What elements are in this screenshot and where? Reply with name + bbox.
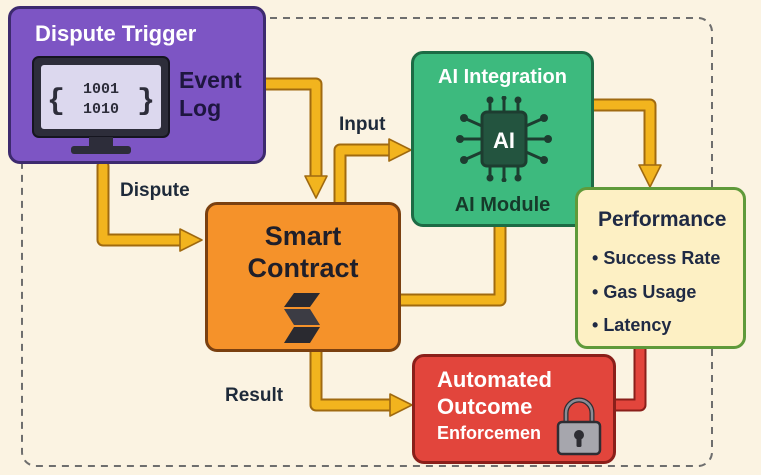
smart-contract-box: Smart Contract — [205, 202, 401, 352]
ai-integration-box: AI Integration AI AI Module — [411, 51, 594, 227]
monitor-icon: { } 1001 1010 — [32, 56, 170, 154]
svg-text:{: { — [47, 85, 65, 119]
result-edge-label: Result — [225, 385, 284, 406]
performance-box: Performance • Success Rate • Gas Usage •… — [575, 187, 746, 349]
event-log-label-line1: Event — [179, 67, 242, 93]
ai-module-label: AI Module — [454, 194, 551, 216]
screen-line-2: 1010 — [83, 101, 119, 118]
connector-arrows — [96, 77, 662, 417]
ai-chip-icon: AI — [456, 96, 552, 182]
performance-item: • Latency — [592, 315, 672, 335]
smart-contract-line1: Smart — [264, 221, 342, 251]
arrow-ai-to-contract — [394, 220, 507, 307]
solidity-logo-icon — [284, 293, 320, 343]
event-log-label-line2: Log — [179, 95, 222, 121]
dispute-edge-label: Dispute — [120, 180, 190, 201]
ai-chip-text: AI — [493, 128, 515, 153]
svg-text:}: } — [137, 85, 155, 119]
smart-contract-line2: Contract — [247, 253, 359, 283]
screen-line-1: 1001 — [83, 81, 119, 98]
dispute-trigger-title: Dispute Trigger — [35, 21, 197, 46]
performance-item: • Success Rate — [592, 248, 721, 268]
arrow-dispute-to-contract — [96, 159, 189, 247]
dispute-trigger-box: Dispute Trigger { } 1001 1010 Event Log — [8, 6, 266, 164]
performance-item-label: Gas Usage — [603, 282, 697, 302]
enforcement-line1: Automated — [437, 367, 552, 392]
arrow-ai-to-performance — [587, 98, 657, 174]
padlock-icon — [556, 397, 602, 456]
enforcement-line2: Outcome — [437, 394, 533, 419]
enforcement-line3: Enforcemen — [437, 423, 542, 443]
arrow-event-to-contract — [259, 77, 323, 185]
performance-item: • Gas Usage — [592, 282, 697, 302]
ai-integration-title: AI Integration — [438, 66, 567, 88]
performance-item-label: Latency — [603, 315, 672, 335]
arrow-input-to-ai — [333, 143, 398, 209]
dashed-container — [21, 17, 713, 467]
arrow-result-to-enforcement — [309, 345, 399, 412]
performance-item-label: Success Rate — [603, 248, 721, 268]
performance-title: Performance — [598, 208, 727, 231]
input-edge-label: Input — [339, 114, 386, 135]
enforcement-box: Automated Outcome Enforcemen — [412, 354, 616, 464]
